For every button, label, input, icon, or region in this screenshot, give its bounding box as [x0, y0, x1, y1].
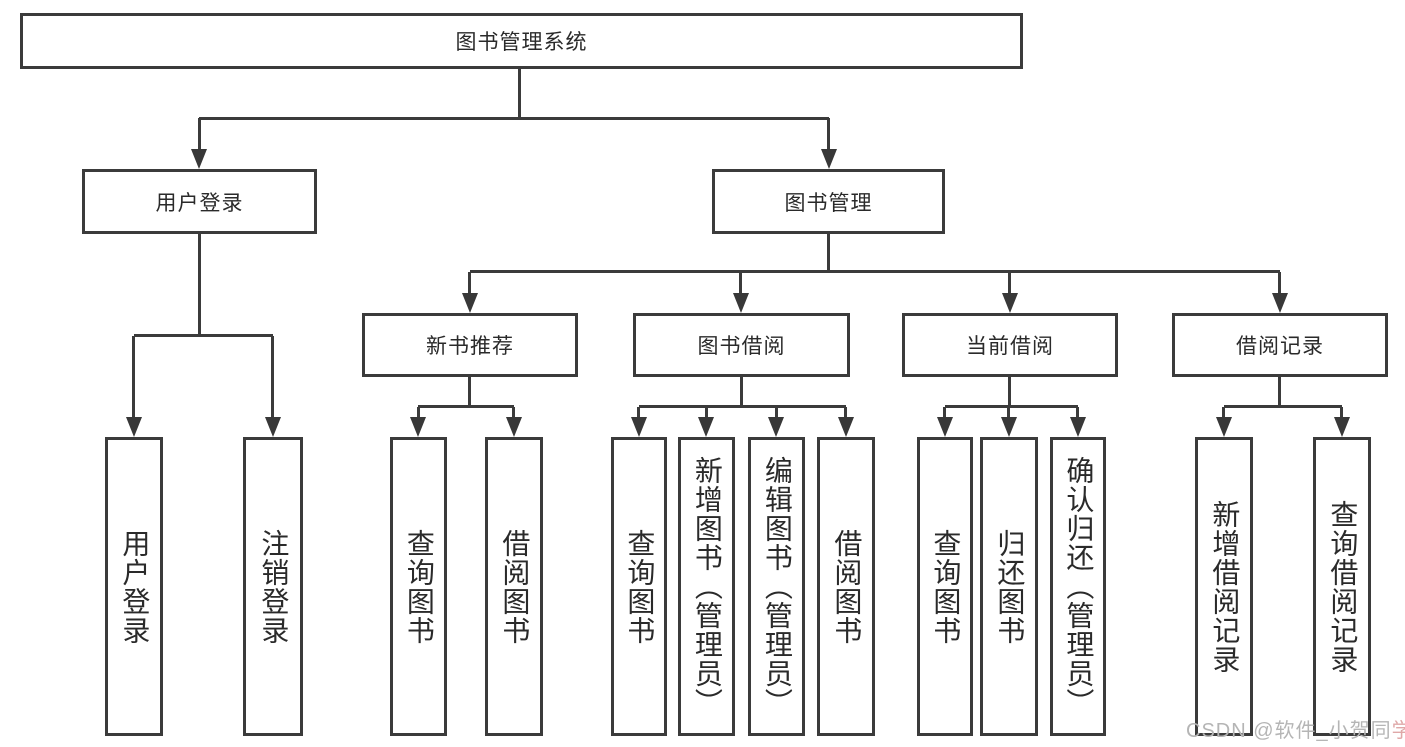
edge-drop [468, 272, 471, 296]
node-label: 图书管理系统 [455, 31, 588, 54]
arrow-down-icon [768, 417, 784, 437]
node-label: 当前借阅 [966, 335, 1054, 358]
edge-drop [512, 407, 515, 421]
leaf-logout: 注销登录 [243, 437, 303, 736]
node-label: 图书借阅 [697, 335, 786, 358]
edge-borrowing-stem [740, 377, 743, 407]
node-label: 用户登录 [119, 528, 151, 645]
arrow-down-icon [631, 417, 647, 437]
leaf-user-login: 用户登录 [105, 437, 163, 736]
edge-drop [417, 407, 420, 421]
leaf-query-books-borrowing: 查询图书 [611, 437, 667, 736]
edge-drop [739, 272, 742, 296]
edge-bookmgmt-stem [827, 234, 830, 272]
node-borrowing-records: 借阅记录 [1172, 313, 1388, 377]
leaf-query-books-current: 查询图书 [917, 437, 973, 736]
leaf-return-books: 归还图书 [980, 437, 1038, 736]
node-label: 编辑图书（管理员） [761, 456, 793, 717]
csdn-watermark: CSDN @软件_小贺同学 [1186, 714, 1405, 743]
edge-bookmgmt-split [470, 270, 1280, 273]
node-label: 查询图书 [624, 528, 656, 645]
leaf-add-borrow-record: 新增借阅记录 [1195, 437, 1253, 736]
arrow-down-icon [462, 293, 478, 313]
edge-drop [1278, 272, 1281, 296]
arrow-down-icon [506, 417, 522, 437]
edge-drop [1076, 407, 1079, 421]
node-label: 新书推荐 [426, 335, 514, 358]
edge-drop [1008, 272, 1011, 296]
node-book-management: 图书管理 [712, 169, 945, 234]
leaf-confirm-return-admin: 确认归还（管理员） [1050, 437, 1106, 736]
leaf-borrow-books-recommend: 借阅图书 [485, 437, 543, 736]
node-label: 查询图书 [403, 528, 435, 645]
node-label: 注销登录 [258, 528, 290, 645]
arrow-down-icon [1334, 417, 1350, 437]
edge-drop [637, 407, 640, 421]
edge-records-split [1224, 405, 1342, 408]
edge-userlogin-split [134, 334, 273, 337]
node-label: 查询借阅记录 [1327, 499, 1359, 674]
edge-records-stem [1278, 377, 1281, 407]
arrow-down-icon [1001, 417, 1017, 437]
edge-drop [1340, 407, 1343, 421]
leaf-borrow-books-borrowing: 借阅图书 [817, 437, 875, 736]
edge-drop [1007, 407, 1010, 421]
edge-drop [827, 118, 830, 152]
edge-drop [844, 407, 847, 421]
node-book-borrowing: 图书借阅 [633, 313, 850, 377]
node-new-book-recommendation: 新书推荐 [362, 313, 578, 377]
node-label: 借阅记录 [1236, 335, 1324, 358]
edge-recommend-split [418, 405, 514, 408]
arrow-down-icon [1272, 293, 1288, 313]
node-label: 归还图书 [994, 528, 1026, 645]
edge-userlogin-stem [198, 234, 201, 336]
edge-recommend-stem [468, 377, 471, 407]
arrow-down-icon [1002, 293, 1018, 313]
arrow-down-icon [191, 149, 207, 169]
arrow-down-icon [821, 149, 837, 169]
node-label: 查询图书 [930, 528, 962, 645]
arrow-down-icon [698, 417, 714, 437]
edge-root-stem [518, 69, 521, 118]
arrow-down-icon [1070, 417, 1086, 437]
edge-drop [1222, 407, 1225, 421]
watermark-text: CSDN @软件_小贺同 [1186, 720, 1392, 742]
edge-drop [775, 407, 778, 421]
arrow-down-icon [126, 417, 142, 437]
watermark-text-accent: 学 [1391, 720, 1405, 742]
leaf-query-borrow-record: 查询借阅记录 [1313, 437, 1371, 736]
edge-drop [943, 407, 946, 421]
leaf-edit-book-admin: 编辑图书（管理员） [748, 437, 805, 736]
arrow-down-icon [733, 293, 749, 313]
arrow-down-icon [1216, 417, 1232, 437]
edge-borrowing-split [639, 405, 846, 408]
edge-root-split [199, 117, 829, 120]
arrow-down-icon [937, 417, 953, 437]
leaf-query-books-recommend: 查询图书 [390, 437, 447, 736]
arrow-down-icon [265, 417, 281, 437]
edge-drop [271, 336, 274, 420]
node-label: 新增借阅记录 [1209, 499, 1241, 674]
edge-drop [705, 407, 708, 421]
node-label: 确认归还（管理员） [1063, 456, 1095, 717]
edge-drop [132, 336, 135, 420]
node-label: 借阅图书 [831, 528, 863, 645]
node-label: 用户登录 [155, 191, 244, 215]
arrow-down-icon [410, 417, 426, 437]
node-current-borrowing: 当前借阅 [902, 313, 1118, 377]
node-label: 新增图书（管理员） [691, 456, 723, 717]
node-label: 借阅图书 [499, 528, 531, 645]
arrow-down-icon [838, 417, 854, 437]
node-book-management-system: 图书管理系统 [20, 13, 1023, 69]
edge-drop [198, 118, 201, 152]
leaf-add-book-admin: 新增图书（管理员） [678, 437, 735, 736]
edge-current-split [945, 405, 1078, 408]
node-label: 图书管理 [784, 191, 873, 215]
node-user-login: 用户登录 [82, 169, 317, 234]
edge-current-stem [1008, 377, 1011, 407]
